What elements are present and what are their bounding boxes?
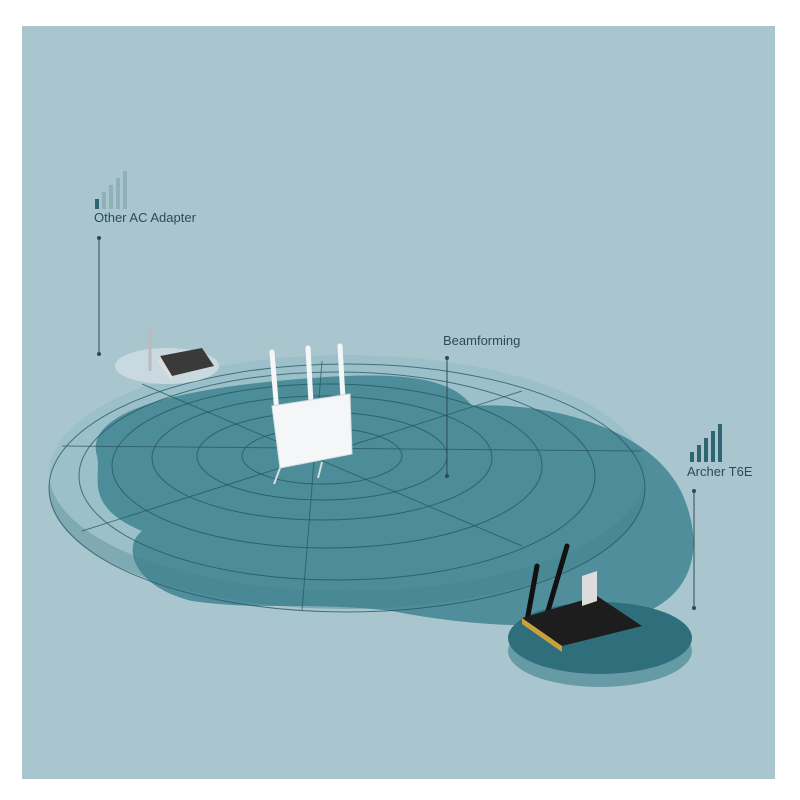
callout-dots [97, 236, 696, 610]
signal-bar [711, 431, 715, 462]
signal-bar [697, 445, 701, 462]
callout-lines [98, 238, 695, 608]
signal-bar [704, 438, 708, 462]
beamforming-label: Beamforming [443, 333, 521, 348]
signal-bar [95, 199, 99, 209]
archer-signal-icon [690, 424, 722, 462]
signal-bar [102, 192, 106, 209]
coverage-area [95, 375, 694, 626]
coverage-illustration [48, 236, 696, 687]
signal-bar [123, 171, 127, 209]
signal-bar [109, 185, 113, 209]
signal-bar [690, 452, 694, 462]
other-adapter-label: Other AC Adapter [94, 210, 196, 225]
router [269, 343, 353, 485]
other-adapter-signal-icon [95, 171, 127, 209]
archer-label: Archer T6E [687, 464, 753, 479]
other-adapter-card [148, 326, 214, 382]
archer-card [522, 543, 642, 652]
signal-bar [116, 178, 120, 209]
signal-bar [718, 424, 722, 462]
beamforming-diagram: Other AC Adapter Beamforming Archer T6E [22, 26, 775, 779]
